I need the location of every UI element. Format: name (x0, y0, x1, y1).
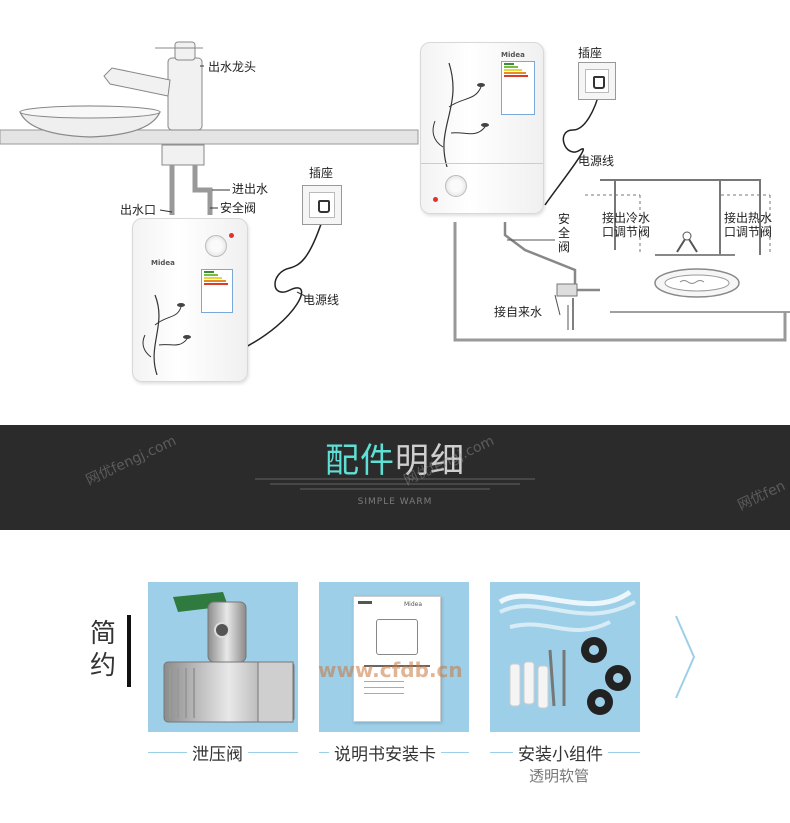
accessory-label: 说明书安装卡 (329, 740, 441, 765)
side-title-bar (127, 615, 131, 687)
manual-text-line (364, 687, 404, 688)
label-socket-right: 插座 (578, 46, 603, 60)
indicator-light-right (433, 197, 438, 202)
accessory-sublabel: 透明软管 (529, 767, 590, 785)
left-water-heater: Midea (132, 218, 248, 382)
label-inlet-outlet: 进出水 (232, 182, 269, 196)
chevron-right-icon[interactable] (672, 612, 698, 702)
label-power-cord: 电源线 (303, 293, 340, 307)
banner-title: 配件明细 (0, 433, 790, 482)
manual-text-line (364, 681, 404, 682)
left-wall-socket (302, 185, 342, 225)
manual-logo-mark (358, 601, 372, 604)
manual-cover-illustration (376, 619, 418, 655)
accessory-card-parts (490, 582, 640, 732)
accessory-card-manual: Midea (319, 582, 469, 732)
banner-title-accent: 配件 (325, 441, 395, 481)
label-hot-valve: 接出热水口调节阀 (724, 211, 773, 239)
label-faucet: 出水龙头 (208, 60, 257, 74)
manual-title-line (364, 665, 430, 667)
label-safety-valve: 安全阀 (220, 201, 257, 215)
banner-fine-print-line-1 (255, 478, 535, 480)
banner-title-rest: 明细 (395, 441, 465, 481)
right-water-heater: Midea (420, 42, 544, 214)
thermostat-knob (205, 235, 227, 257)
installation-diagram: Midea 出水龙头 进出水 安全阀 出水口 插座 电源线 (0, 41, 790, 382)
label-cold-valve: 接出冷水口调节阀 (602, 211, 651, 239)
banner-subtitle: SIMPLE WARM (357, 497, 433, 507)
manual-brand: Midea (404, 601, 423, 608)
left-install-illustration (0, 41, 419, 351)
banner-fine-print-line-3 (300, 488, 490, 490)
floral-decoration (142, 294, 191, 375)
label-outlet: 出水口 (120, 203, 157, 217)
label-socket: 插座 (309, 166, 334, 180)
manual-text-line (364, 693, 404, 694)
pressure-valve-image (163, 592, 295, 723)
heater-brand: Midea (151, 259, 175, 267)
label-water-supply: 接自来水 (494, 305, 543, 319)
label-power-cord-right: 电源线 (578, 154, 615, 168)
accessory-label: 安装小组件 (513, 740, 608, 765)
floral-decoration-right (432, 62, 489, 167)
banner-fine-print-line-2 (270, 483, 520, 485)
section-banner: 配件明细 SIMPLE WARM (0, 425, 790, 530)
right-wall-socket (578, 62, 616, 100)
heater-brand-right: Midea (501, 51, 525, 59)
watermark: www.cfdb.cn (318, 658, 463, 682)
energy-label-right (501, 61, 535, 115)
label-safety-valve-right: 安全阀 (557, 212, 570, 254)
install-parts-image (498, 589, 636, 715)
accessory-card-valve (148, 582, 298, 732)
energy-label (201, 269, 233, 313)
right-plumbing-illustration (453, 89, 790, 342)
manual-booklet: Midea (353, 596, 441, 722)
section-side-title: 简约 (90, 619, 117, 681)
accessory-label: 泄压阀 (187, 740, 248, 765)
indicator-light (229, 233, 234, 238)
thermostat-knob-right (445, 175, 467, 197)
